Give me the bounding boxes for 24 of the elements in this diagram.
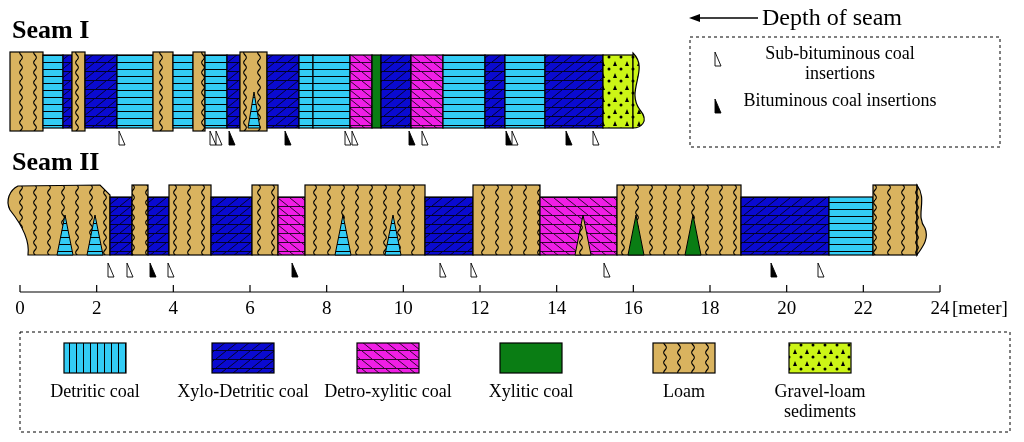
tick-label: 18 bbox=[699, 298, 721, 319]
legend-label: Detro-xylitic coal bbox=[323, 382, 453, 402]
tick-label: 14 bbox=[546, 298, 568, 319]
legend-label: Detritic coal bbox=[49, 382, 141, 402]
tick-label: 20 bbox=[776, 298, 798, 319]
tick-label: 8 bbox=[320, 298, 333, 319]
direction-label: Depth of seam bbox=[762, 4, 902, 31]
legend-label: Sub-bituminous coal insertions bbox=[764, 44, 916, 84]
tick-label: 10 bbox=[392, 298, 414, 319]
legend-label: Gravel-loam sediments bbox=[773, 382, 867, 422]
tick-label: 12 bbox=[469, 298, 491, 319]
tick-label: 6 bbox=[244, 298, 256, 319]
section-heading: Seam I bbox=[12, 16, 90, 45]
axis-unit-label: [meter] bbox=[952, 298, 1008, 319]
section-heading: Seam II bbox=[12, 148, 100, 177]
legend-label: Xylitic coal bbox=[487, 382, 575, 402]
tick-label: 4 bbox=[167, 298, 180, 319]
legend-label: Loam bbox=[662, 382, 706, 402]
legend-label: Bituminous coal insertions bbox=[742, 91, 938, 111]
tick-label: 2 bbox=[90, 298, 103, 319]
tick-label: 22 bbox=[852, 298, 874, 319]
legend-label: Xylo-Detritic coal bbox=[176, 382, 310, 402]
tick-label: 0 bbox=[14, 298, 26, 319]
tick-label: 16 bbox=[622, 298, 644, 319]
